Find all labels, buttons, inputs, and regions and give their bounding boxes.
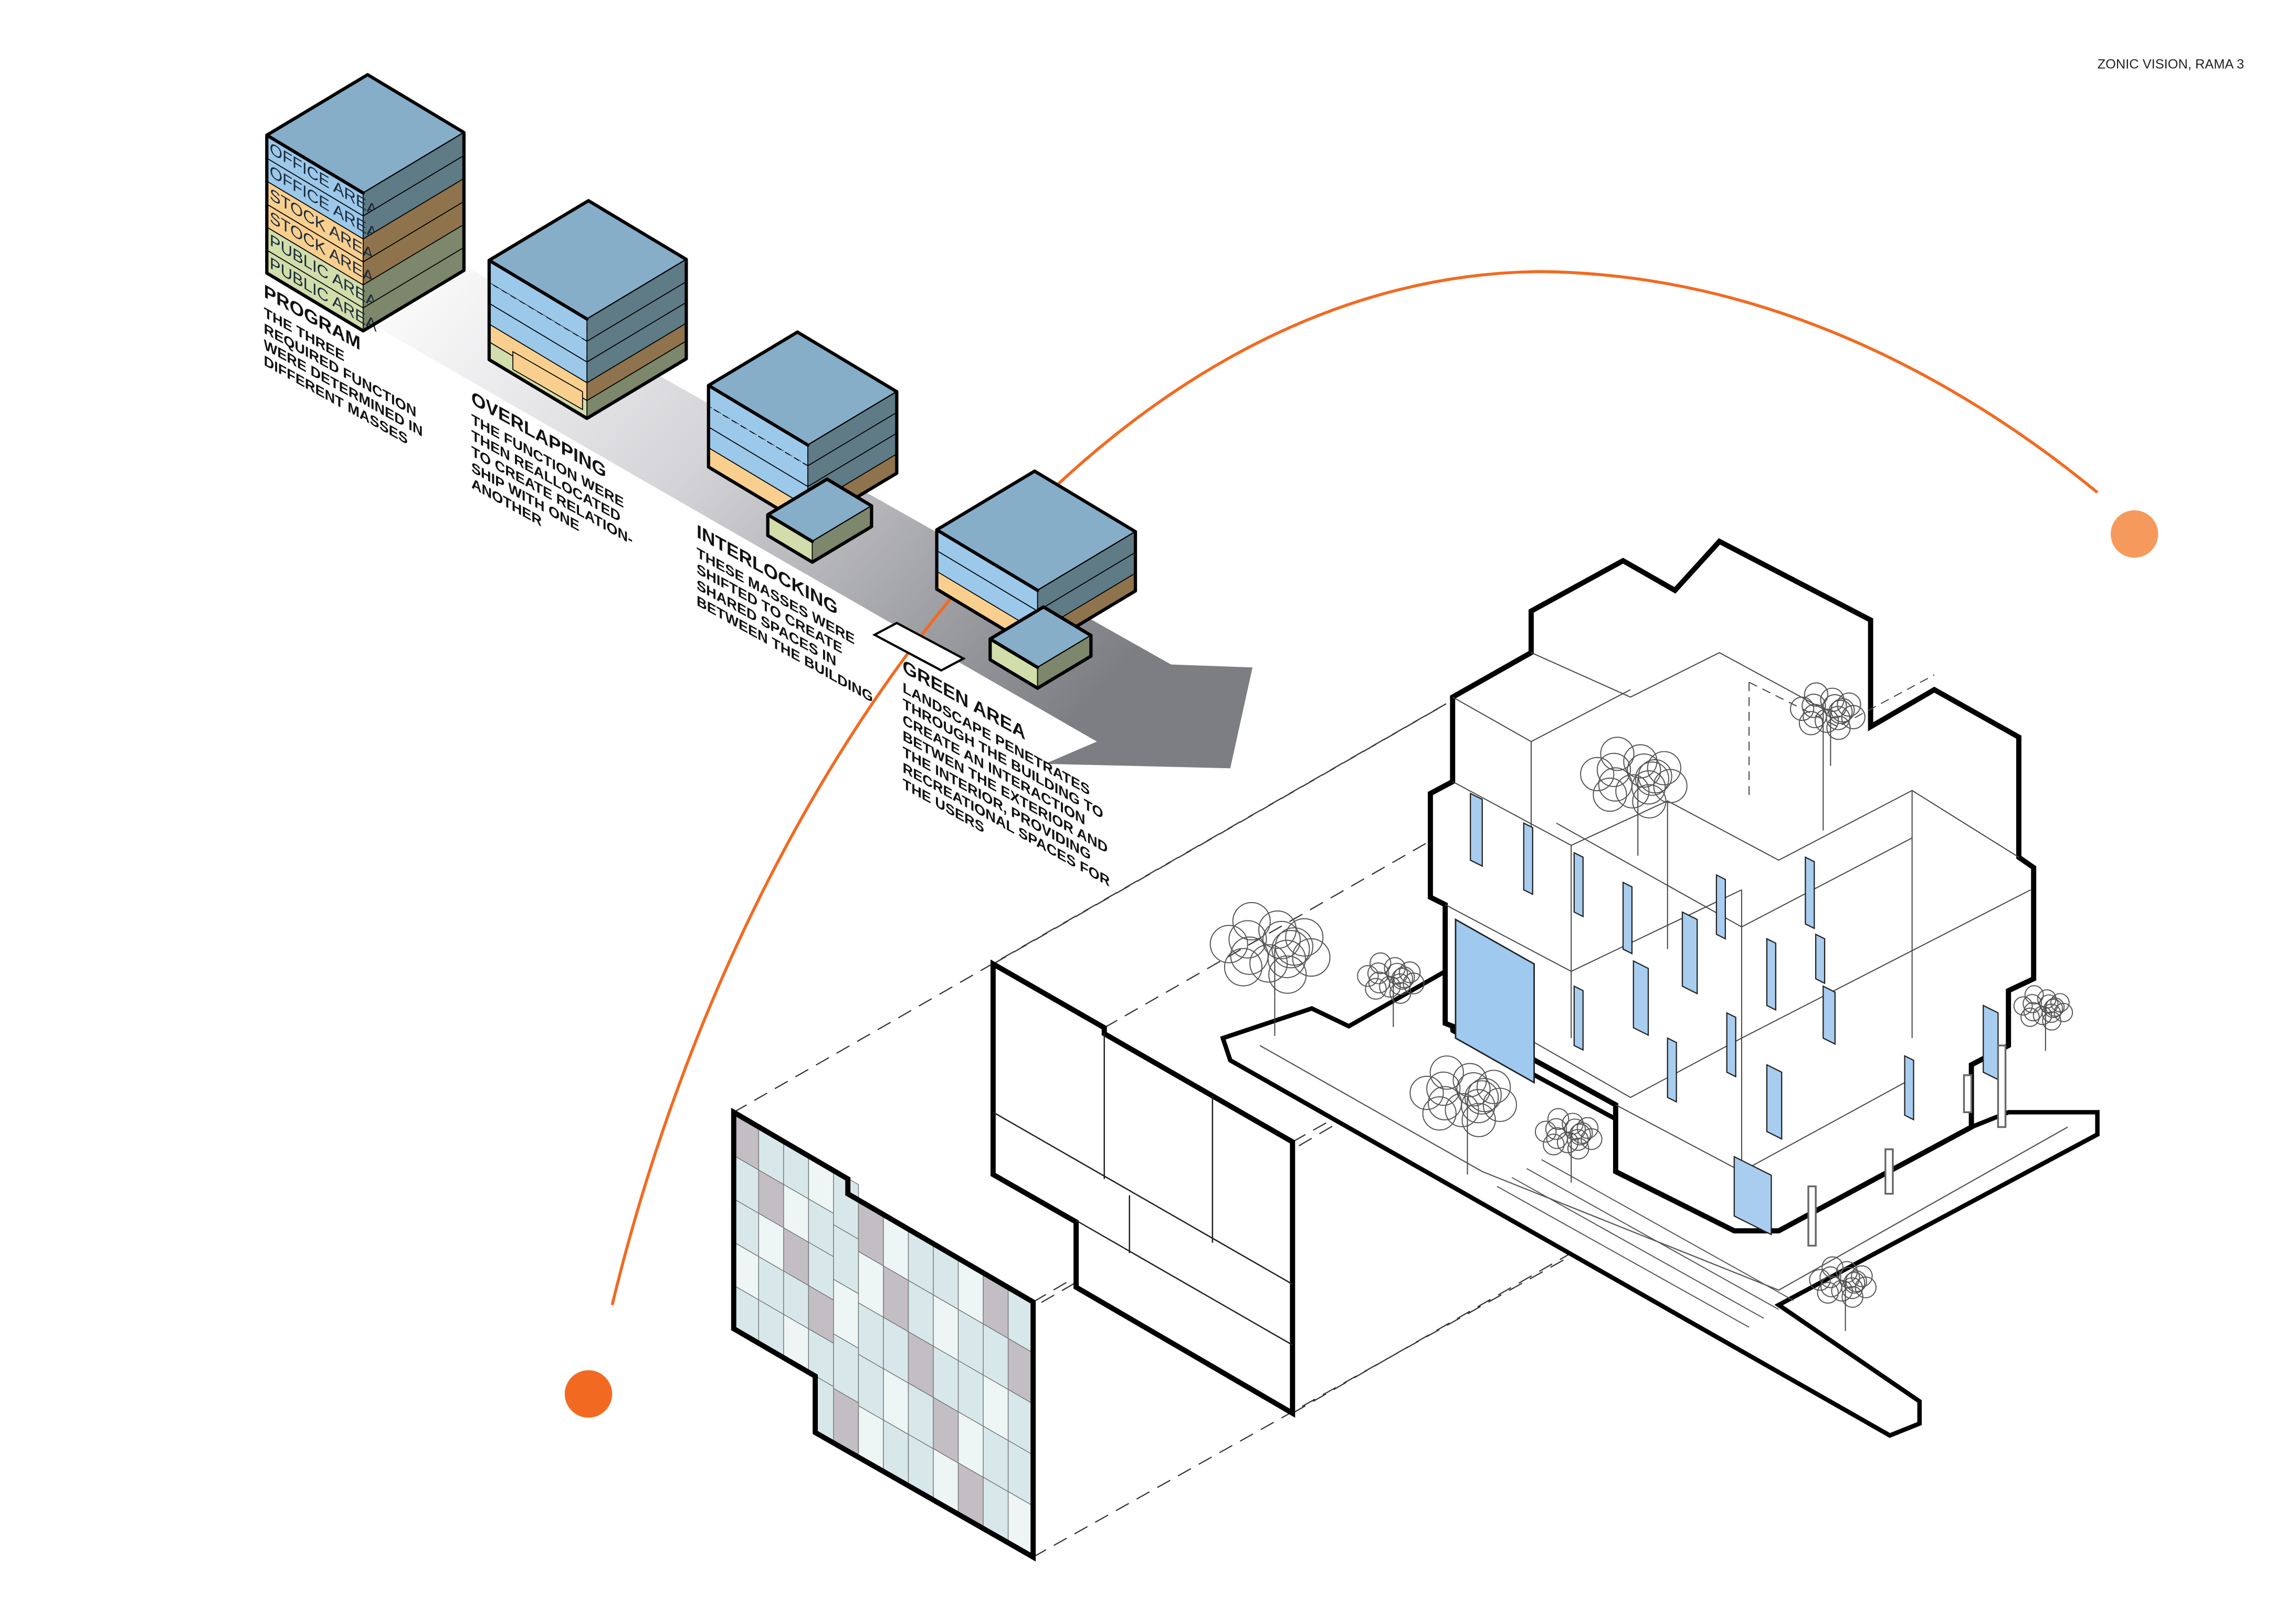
orange-arc [610,270,2099,1306]
tree-icon [1534,1108,1603,1183]
window [1983,1004,1999,1081]
facade-panel-glass [731,1107,1036,1562]
tree-icon [1209,902,1331,1036]
window [1904,1055,1914,1121]
window [1573,985,1584,1051]
window [1523,822,1533,896]
tree-icon [1789,682,1866,766]
building-outline [1427,538,2037,1234]
window [1573,852,1584,918]
tree-icon [1409,1055,1517,1175]
window [1726,1012,1736,1078]
overlapping-layer-front [488,281,588,363]
window [1815,933,1826,984]
window [1633,960,1649,1036]
window [1622,881,1633,955]
window [1733,1156,1772,1236]
trees [1209,682,2073,1331]
window [1470,792,1483,867]
window [1715,874,1726,940]
glass-curtain-wall [1455,918,1535,1084]
window [1681,911,1698,995]
tree-icon [1357,952,1425,1027]
mass-green-area [872,469,1138,690]
tree-icon [2013,985,2073,1051]
window [1823,985,1836,1045]
tree-icon [1809,1256,1877,1331]
facade-panel-frame [990,959,1296,1418]
mass-overlapping [487,199,688,420]
window [1766,938,1776,1011]
window [1667,1037,1677,1103]
project-title: ZONIC VISION, RAMA 3 [2098,57,2245,71]
building-axonometric [1220,538,2100,1438]
mass-interlocking [707,330,899,564]
orange-dot-start [564,1370,613,1418]
orange-dot-end [2111,510,2158,558]
tree-icon [1580,737,1688,856]
window [1805,856,1815,929]
window [1766,1064,1783,1140]
